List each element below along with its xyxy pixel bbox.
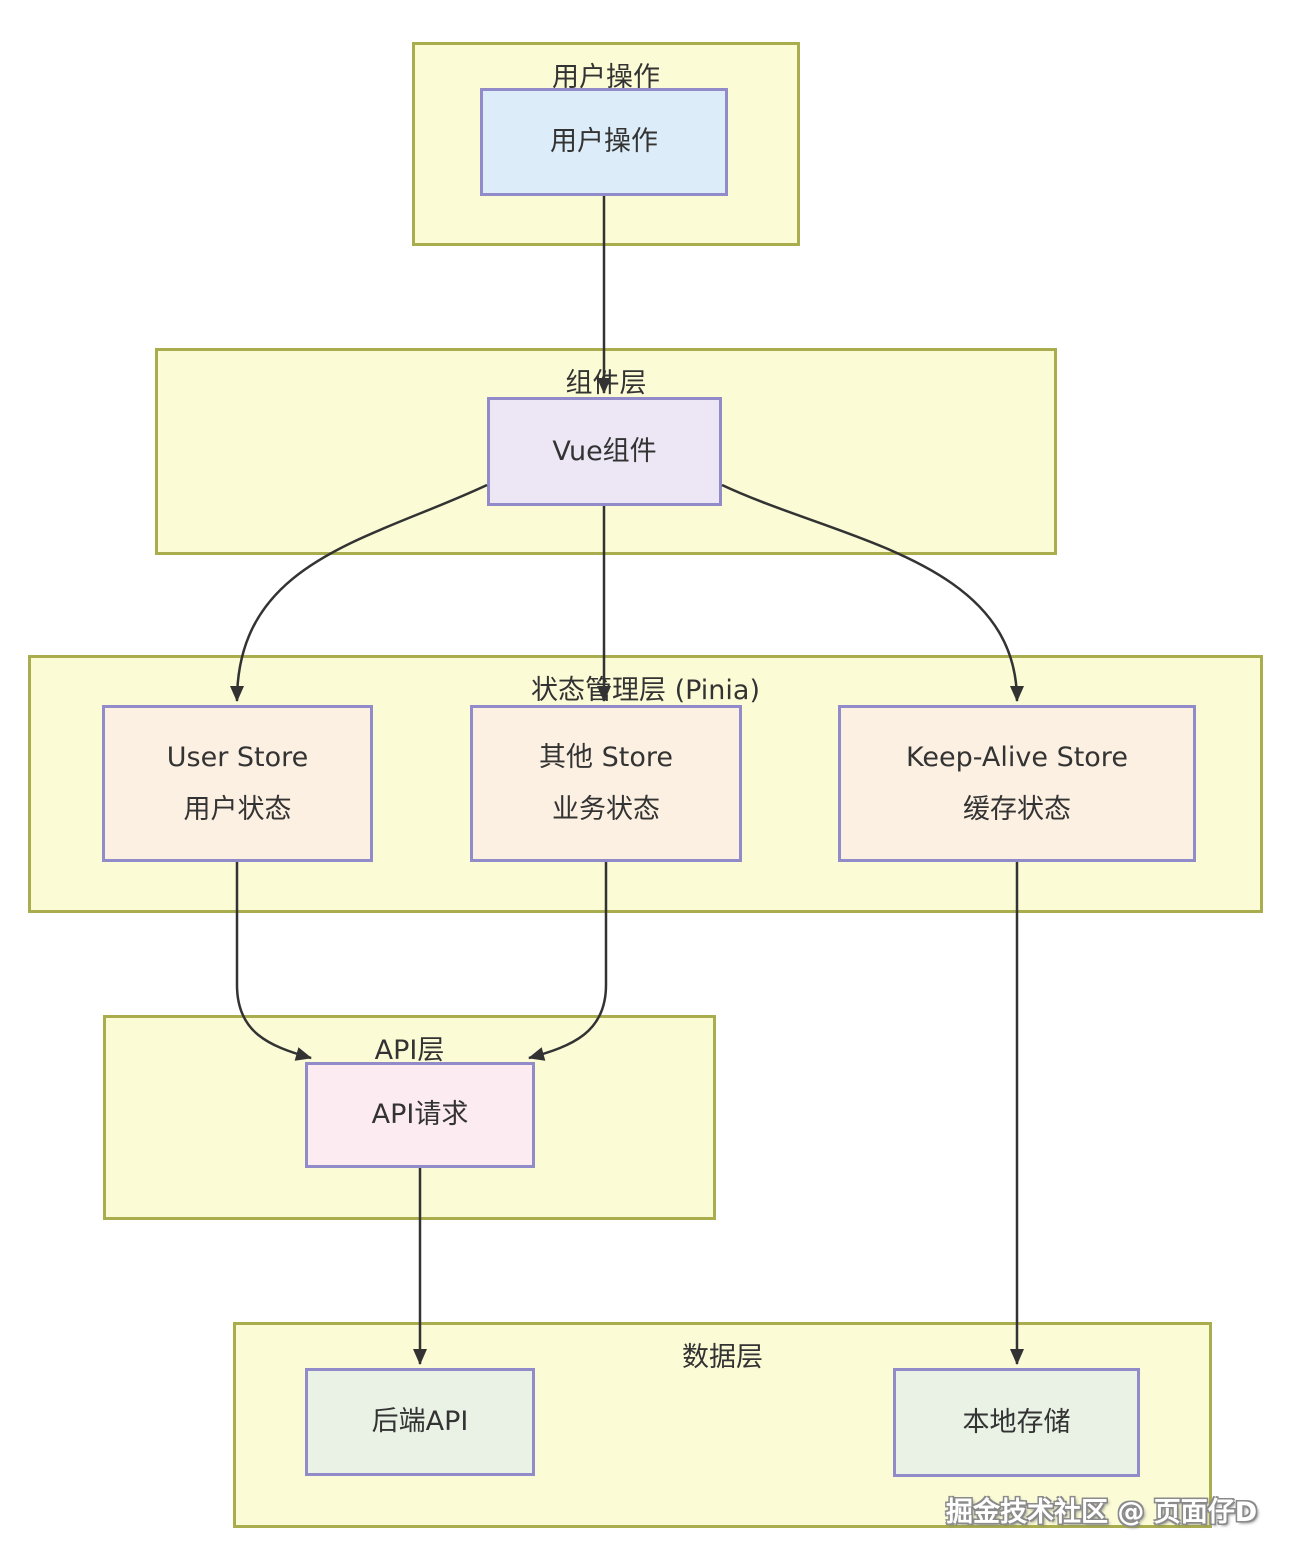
node-local-storage: 本地存储 <box>893 1368 1140 1477</box>
node-api-request: API请求 <box>305 1062 535 1168</box>
node-user-store-line2: 用户状态 <box>183 793 292 825</box>
node-user-action: 用户操作 <box>480 88 728 196</box>
node-other-store: 其他 Store 业务状态 <box>470 705 742 862</box>
user-action-layer-title: 用户操作 <box>552 62 660 93</box>
node-keepalive-store-line1: Keep-Alive Store <box>906 741 1128 773</box>
node-other-store-line1: 其他 Store <box>539 741 673 773</box>
node-local-storage-label: 本地存储 <box>962 1406 1071 1438</box>
watermark: 掘金技术社区 @ 页面仔D <box>946 1497 1258 1528</box>
node-other-store-line2: 业务状态 <box>552 793 660 825</box>
node-user-store: User Store 用户状态 <box>102 705 373 862</box>
data-layer-title: 数据层 <box>682 1342 763 1373</box>
node-keepalive-store-line2: 缓存状态 <box>963 793 1071 825</box>
node-api-request-label: API请求 <box>371 1099 469 1130</box>
api-layer-title: API层 <box>374 1035 445 1066</box>
node-backend-api: 后端API <box>305 1368 535 1476</box>
node-keepalive-store: Keep-Alive Store 缓存状态 <box>838 705 1196 862</box>
state-layer-title: 状态管理层 (Pinia) <box>531 675 760 706</box>
node-user-action-label: 用户操作 <box>550 126 658 157</box>
component-layer-title: 组件层 <box>565 368 647 399</box>
node-user-store-line1: User Store <box>166 741 309 773</box>
node-vue-component-label: Vue组件 <box>552 435 657 467</box>
node-vue-component: Vue组件 <box>487 397 722 506</box>
node-backend-api-label: 后端API <box>371 1406 469 1437</box>
